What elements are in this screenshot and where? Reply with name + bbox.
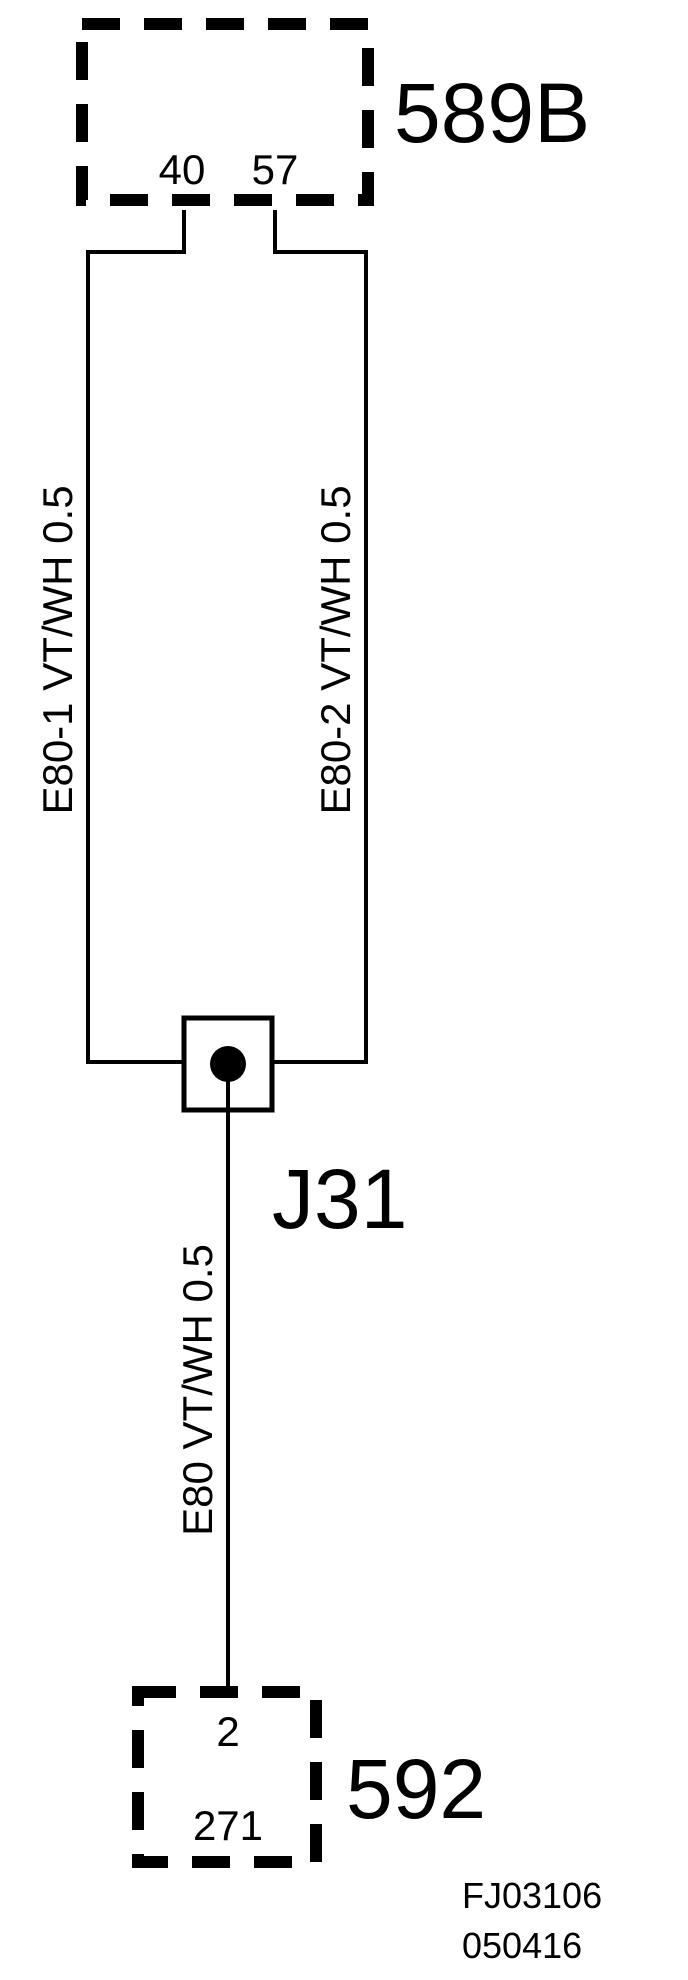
splice-j31-label: J31 (272, 1152, 407, 1246)
wire-e80-2-label: E80-2 VT/WH 0.5 (312, 485, 359, 814)
connector-592: 2 271 592 (132, 1686, 486, 1868)
wire-e80-1-label: E80-1 VT/WH 0.5 (34, 485, 81, 814)
wire-e80-1 (86, 210, 186, 1064)
connector-589b: 40 57 589B (76, 18, 590, 206)
connector-592-outline (132, 1686, 322, 1868)
pin-40-label: 40 (159, 146, 206, 193)
pin-57-label: 57 (252, 146, 299, 193)
wire-e80-2 (272, 210, 368, 1064)
wire-e80-label: E80 VT/WH 0.5 (174, 1244, 221, 1536)
diagram-code: FJ03106 (462, 1875, 602, 1916)
connector-589b-outline (76, 18, 374, 206)
connector-589b-label: 589B (394, 66, 590, 160)
pin-2-label: 2 (216, 1708, 239, 1755)
pin-271-label: 271 (193, 1802, 263, 1849)
diagram-date: 050416 (462, 1925, 582, 1966)
splice-j31: J31 (181, 1015, 407, 1246)
connector-592-label: 592 (346, 1742, 486, 1836)
